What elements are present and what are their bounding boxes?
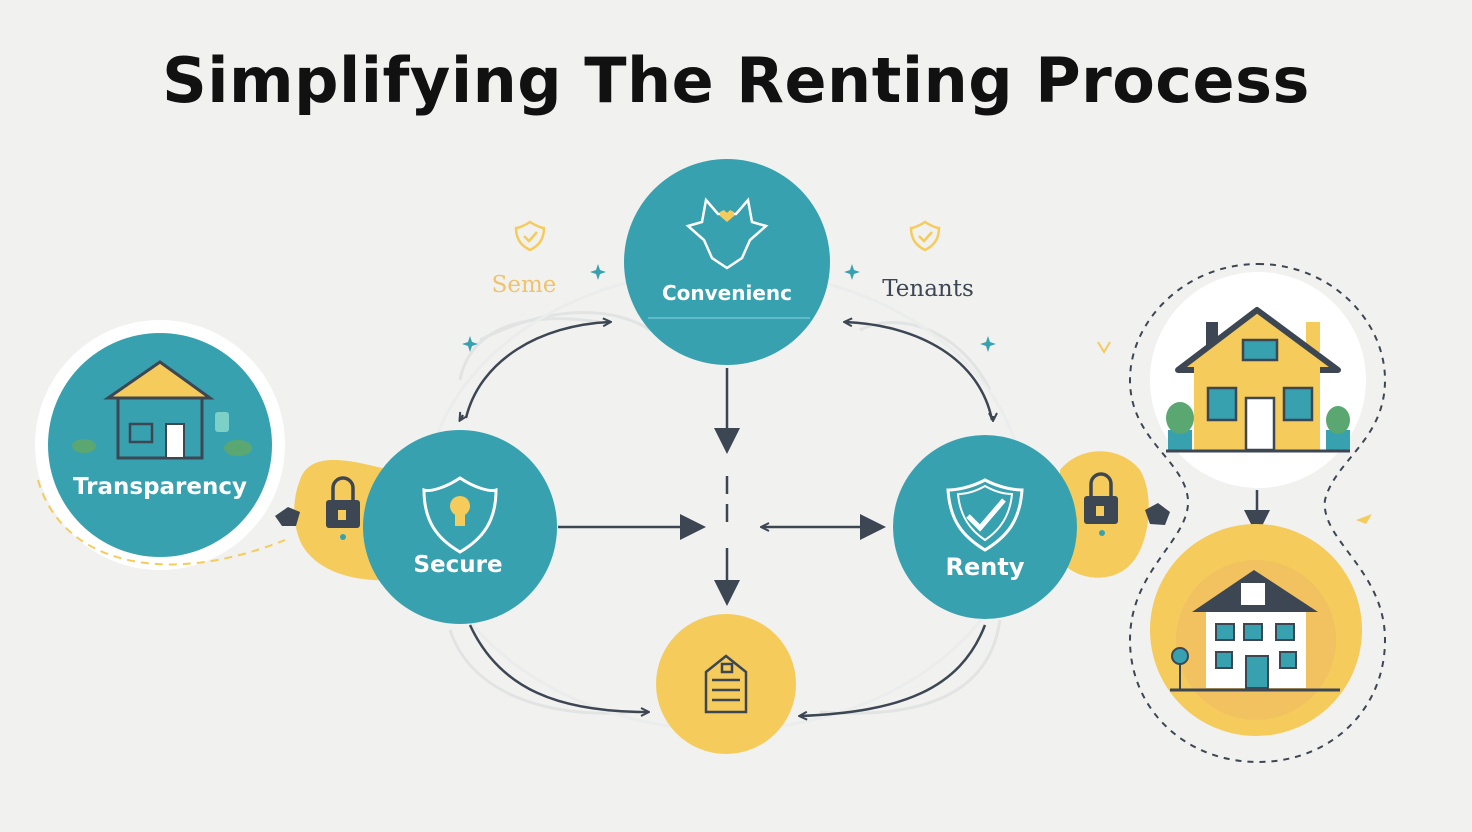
node-renty: Renty [893, 435, 1170, 619]
node-transparency: Transparency [35, 320, 286, 570]
label-renty: Renty [946, 553, 1025, 581]
house-icon [72, 360, 252, 460]
annotation-left: Seme [492, 272, 557, 298]
padlock-icon [326, 476, 360, 540]
arrow-secure-to-convenience [464, 322, 610, 419]
arrow-renty-to-document [800, 624, 987, 716]
diagram-title: Simplifying The Renting Process [162, 44, 1310, 117]
shield-badge-icon [514, 220, 546, 252]
house-illustration-top [1150, 272, 1366, 488]
shield-lock-icon [422, 476, 498, 554]
padlock-icon [1084, 472, 1118, 536]
shield-badge-icon-right [909, 220, 941, 252]
label-transparency: Transparency [73, 474, 247, 500]
node-secure: Secure [363, 430, 557, 624]
label-convenience: Convenienc [662, 281, 792, 305]
annotation-right: Tenants [882, 276, 974, 302]
bell-icon [685, 197, 769, 270]
connectors [460, 322, 1270, 716]
node-document [656, 614, 796, 754]
shield-check-icon [946, 478, 1024, 552]
arrow-secure-to-document [468, 624, 648, 712]
node-convenience: Convenienc [624, 159, 830, 365]
sparkles [462, 264, 1372, 524]
arrow-renty-to-convenience [845, 322, 994, 421]
house-illustration-bottom [1150, 524, 1362, 736]
label-secure: Secure [413, 552, 502, 578]
document-icon [704, 654, 748, 714]
